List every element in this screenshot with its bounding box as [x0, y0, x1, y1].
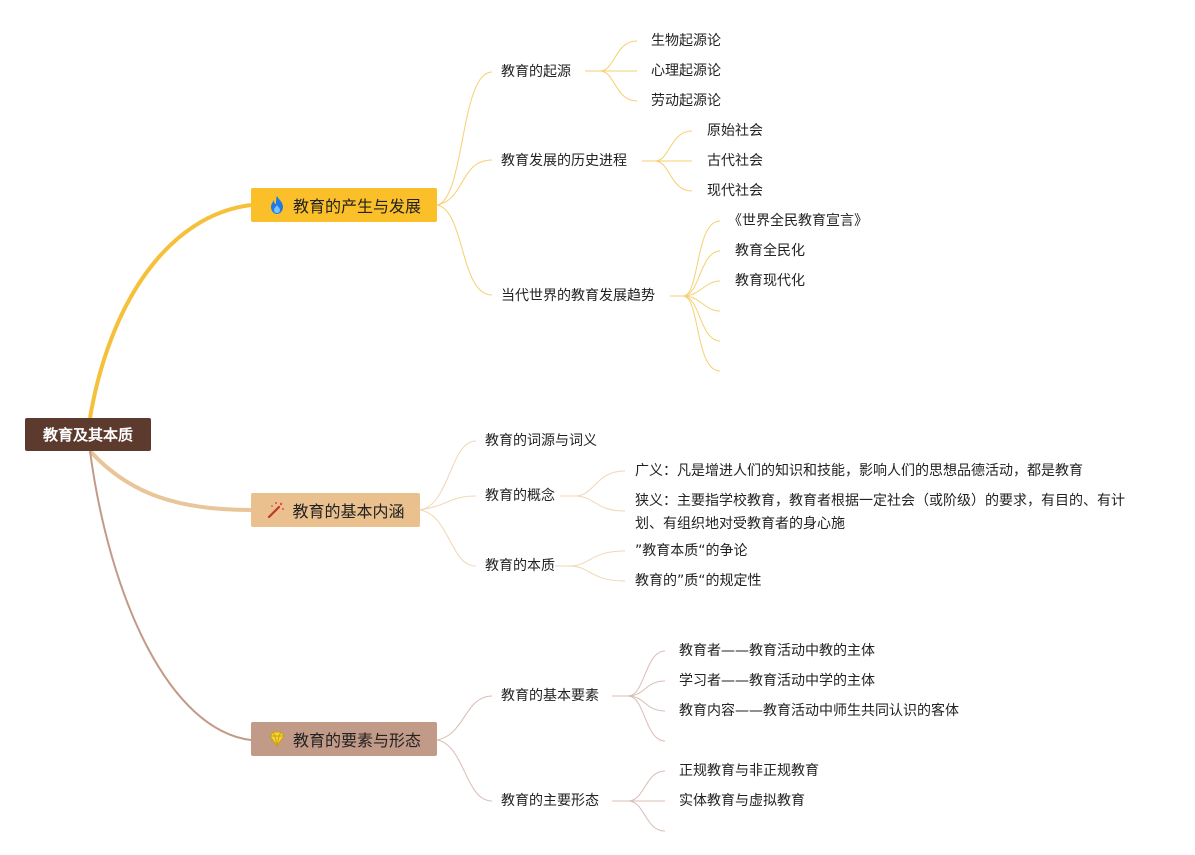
leaf-item[interactable]: 原始社会: [707, 123, 763, 139]
leaf-item[interactable]: ”教育本质“的争论: [635, 543, 748, 559]
branch-elements-forms[interactable]: 教育的要素与形态: [251, 722, 437, 756]
branch-label: 教育的基本内涵: [292, 502, 405, 521]
branch-label: 教育的产生与发展: [292, 197, 421, 216]
fire-icon: [270, 196, 283, 214]
leaf-item[interactable]: 学习者——教育活动中学的主体: [679, 673, 875, 689]
branch-basic-connotation[interactable]: 教育的基本内涵: [251, 493, 420, 527]
leaf-item[interactable]: 正规教育与非正规教育: [679, 763, 819, 779]
leaf-item[interactable]: 狭义：主要指学校教育，教育者根据一定社会（或阶级）的要求，有目的、有计划、有组织…: [635, 493, 1125, 532]
leaf-item[interactable]: 实体教育与虚拟教育: [679, 793, 805, 809]
branch-origin-development[interactable]: 教育的产生与发展: [251, 188, 437, 222]
leaf-item[interactable]: 广义：凡是增进人们的知识和技能，影响人们的思想品德活动，都是教育: [635, 463, 1083, 479]
topic-origin[interactable]: 教育的起源: [501, 64, 571, 80]
leaf-item[interactable]: 《世界全民教育宣言》: [728, 213, 868, 229]
topic-concept[interactable]: 教育的概念: [485, 488, 555, 504]
leaf-item[interactable]: 教育全民化: [735, 243, 805, 259]
magic-wand-icon: [268, 502, 285, 519]
leaf-item[interactable]: 心理起源论: [651, 63, 721, 79]
leaf-item[interactable]: 教育的”质“的规定性: [635, 573, 762, 589]
link-root-b2: [88, 449, 252, 512]
topic-etymology[interactable]: 教育的词源与词义: [485, 433, 597, 449]
leaf-item[interactable]: 教育现代化: [735, 273, 805, 289]
root-topic[interactable]: 教育及其本质: [25, 418, 151, 451]
branch-label: 教育的要素与形态: [292, 731, 421, 750]
topic-trends[interactable]: 当代世界的教育发展趋势: [501, 288, 655, 304]
leaf-item[interactable]: 教育内容——教育活动中师生共同认识的客体: [679, 703, 959, 719]
link-root-b1: [88, 203, 252, 419]
leaf-item[interactable]: 教育者——教育活动中教的主体: [679, 643, 875, 659]
topic-history[interactable]: 教育发展的历史进程: [501, 153, 627, 169]
topic-basic-elements[interactable]: 教育的基本要素: [501, 688, 599, 704]
leaf-item[interactable]: 现代社会: [707, 183, 763, 199]
leaf-item[interactable]: 生物起源论: [651, 33, 721, 49]
leaf-item[interactable]: 古代社会: [707, 153, 763, 169]
topic-main-forms[interactable]: 教育的主要形态: [501, 793, 599, 809]
topic-essence[interactable]: 教育的本质: [485, 558, 555, 574]
link-root-b3: [89, 450, 252, 741]
leaf-item[interactable]: 劳动起源论: [651, 93, 721, 109]
diamond-icon: [269, 731, 285, 747]
